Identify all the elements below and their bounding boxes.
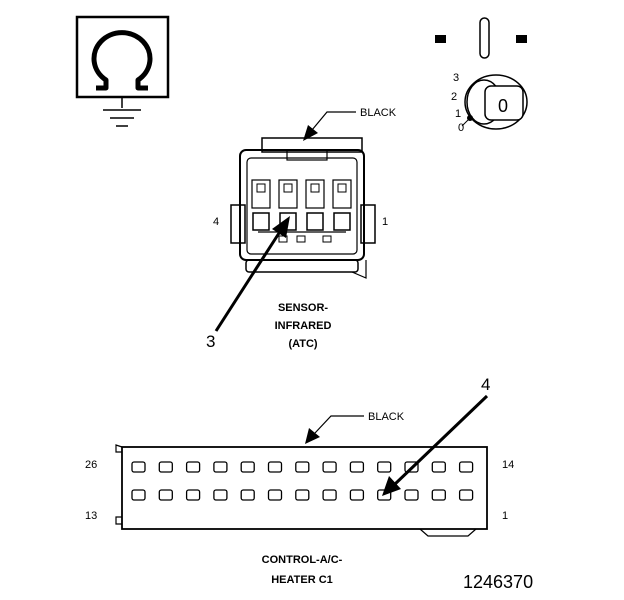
control-cavity <box>377 461 392 473</box>
control-cavity <box>322 489 337 501</box>
control-cavity <box>185 461 201 473</box>
sensor-name-line2: INFRARED <box>275 320 332 332</box>
control-cavity <box>458 461 474 473</box>
sensor-cavity-upper <box>278 179 298 209</box>
sensor-cavity-latch <box>256 183 266 193</box>
control-cavities <box>131 461 474 501</box>
control-cavity <box>158 461 173 473</box>
callout-3-arrow <box>214 216 290 332</box>
control-name-line1: CONTROL-A/C- <box>262 554 343 566</box>
control-pin-13-label: 13 <box>85 510 97 522</box>
sensor-cavity-upper <box>305 179 325 209</box>
callout-4: 4 <box>481 375 490 394</box>
sensor-name-line1: SENSOR- <box>278 302 328 314</box>
sensor-cavity <box>279 212 297 231</box>
control-cavity <box>240 461 255 473</box>
control-pin-1-label: 1 <box>502 510 508 522</box>
control-cavity <box>458 489 474 501</box>
ohmmeter-icon <box>75 15 170 127</box>
callout-3: 3 <box>206 332 215 351</box>
control-connector <box>115 444 488 537</box>
control-cavity <box>404 489 419 501</box>
sensor-connector <box>230 137 376 279</box>
key-position-2: 2 <box>451 91 457 103</box>
sensor-cavity <box>306 212 324 231</box>
sensor-color-arrow <box>303 111 356 141</box>
control-cavity <box>131 489 146 501</box>
control-color-label: BLACK <box>368 411 405 423</box>
key-position-1: 1 <box>455 108 461 120</box>
sensor-name-line3: (ATC) <box>288 338 317 350</box>
control-cavity <box>213 461 228 473</box>
sensor-cavity-latch <box>337 183 347 193</box>
control-name-line2: HEATER C1 <box>271 574 333 586</box>
control-pin-26-label: 26 <box>85 459 97 471</box>
sensor-cavity-upper <box>332 179 352 209</box>
control-color-arrow <box>305 415 364 444</box>
sensor-cavity-upper <box>251 179 271 209</box>
control-cavity <box>295 489 310 501</box>
sensor-cavity <box>333 212 351 231</box>
control-cavity <box>322 461 337 473</box>
control-cavity <box>185 489 201 501</box>
sensor-cavity-latch <box>283 183 293 193</box>
key-position-0: 0 <box>458 122 464 134</box>
control-cavity <box>349 461 365 473</box>
sensor-pin-1-label: 1 <box>382 216 388 228</box>
sensor-cavities <box>251 179 352 231</box>
control-cavity <box>404 461 419 473</box>
control-cavity <box>267 489 283 501</box>
sensor-cavity <box>252 212 270 231</box>
control-cavity <box>158 489 173 501</box>
sensor-pin-4-label: 4 <box>213 216 219 228</box>
callout-4-arrow <box>382 394 489 496</box>
figure-number: 1246370 <box>463 572 533 592</box>
sensor-cavity-latch <box>310 183 320 193</box>
key-label: 0 <box>498 96 508 116</box>
control-cavity <box>349 489 365 501</box>
control-cavity <box>267 461 283 473</box>
sensor-color-label: BLACK <box>360 107 397 119</box>
control-cavity <box>295 461 310 473</box>
key-position-3: 3 <box>453 72 459 84</box>
control-cavity <box>431 461 446 473</box>
control-cavity <box>131 461 146 473</box>
ignition-key-icon <box>435 17 528 130</box>
control-cavity <box>240 489 255 501</box>
control-cavity <box>431 489 446 501</box>
control-cavity <box>213 489 228 501</box>
control-pin-14-label: 14 <box>502 459 514 471</box>
